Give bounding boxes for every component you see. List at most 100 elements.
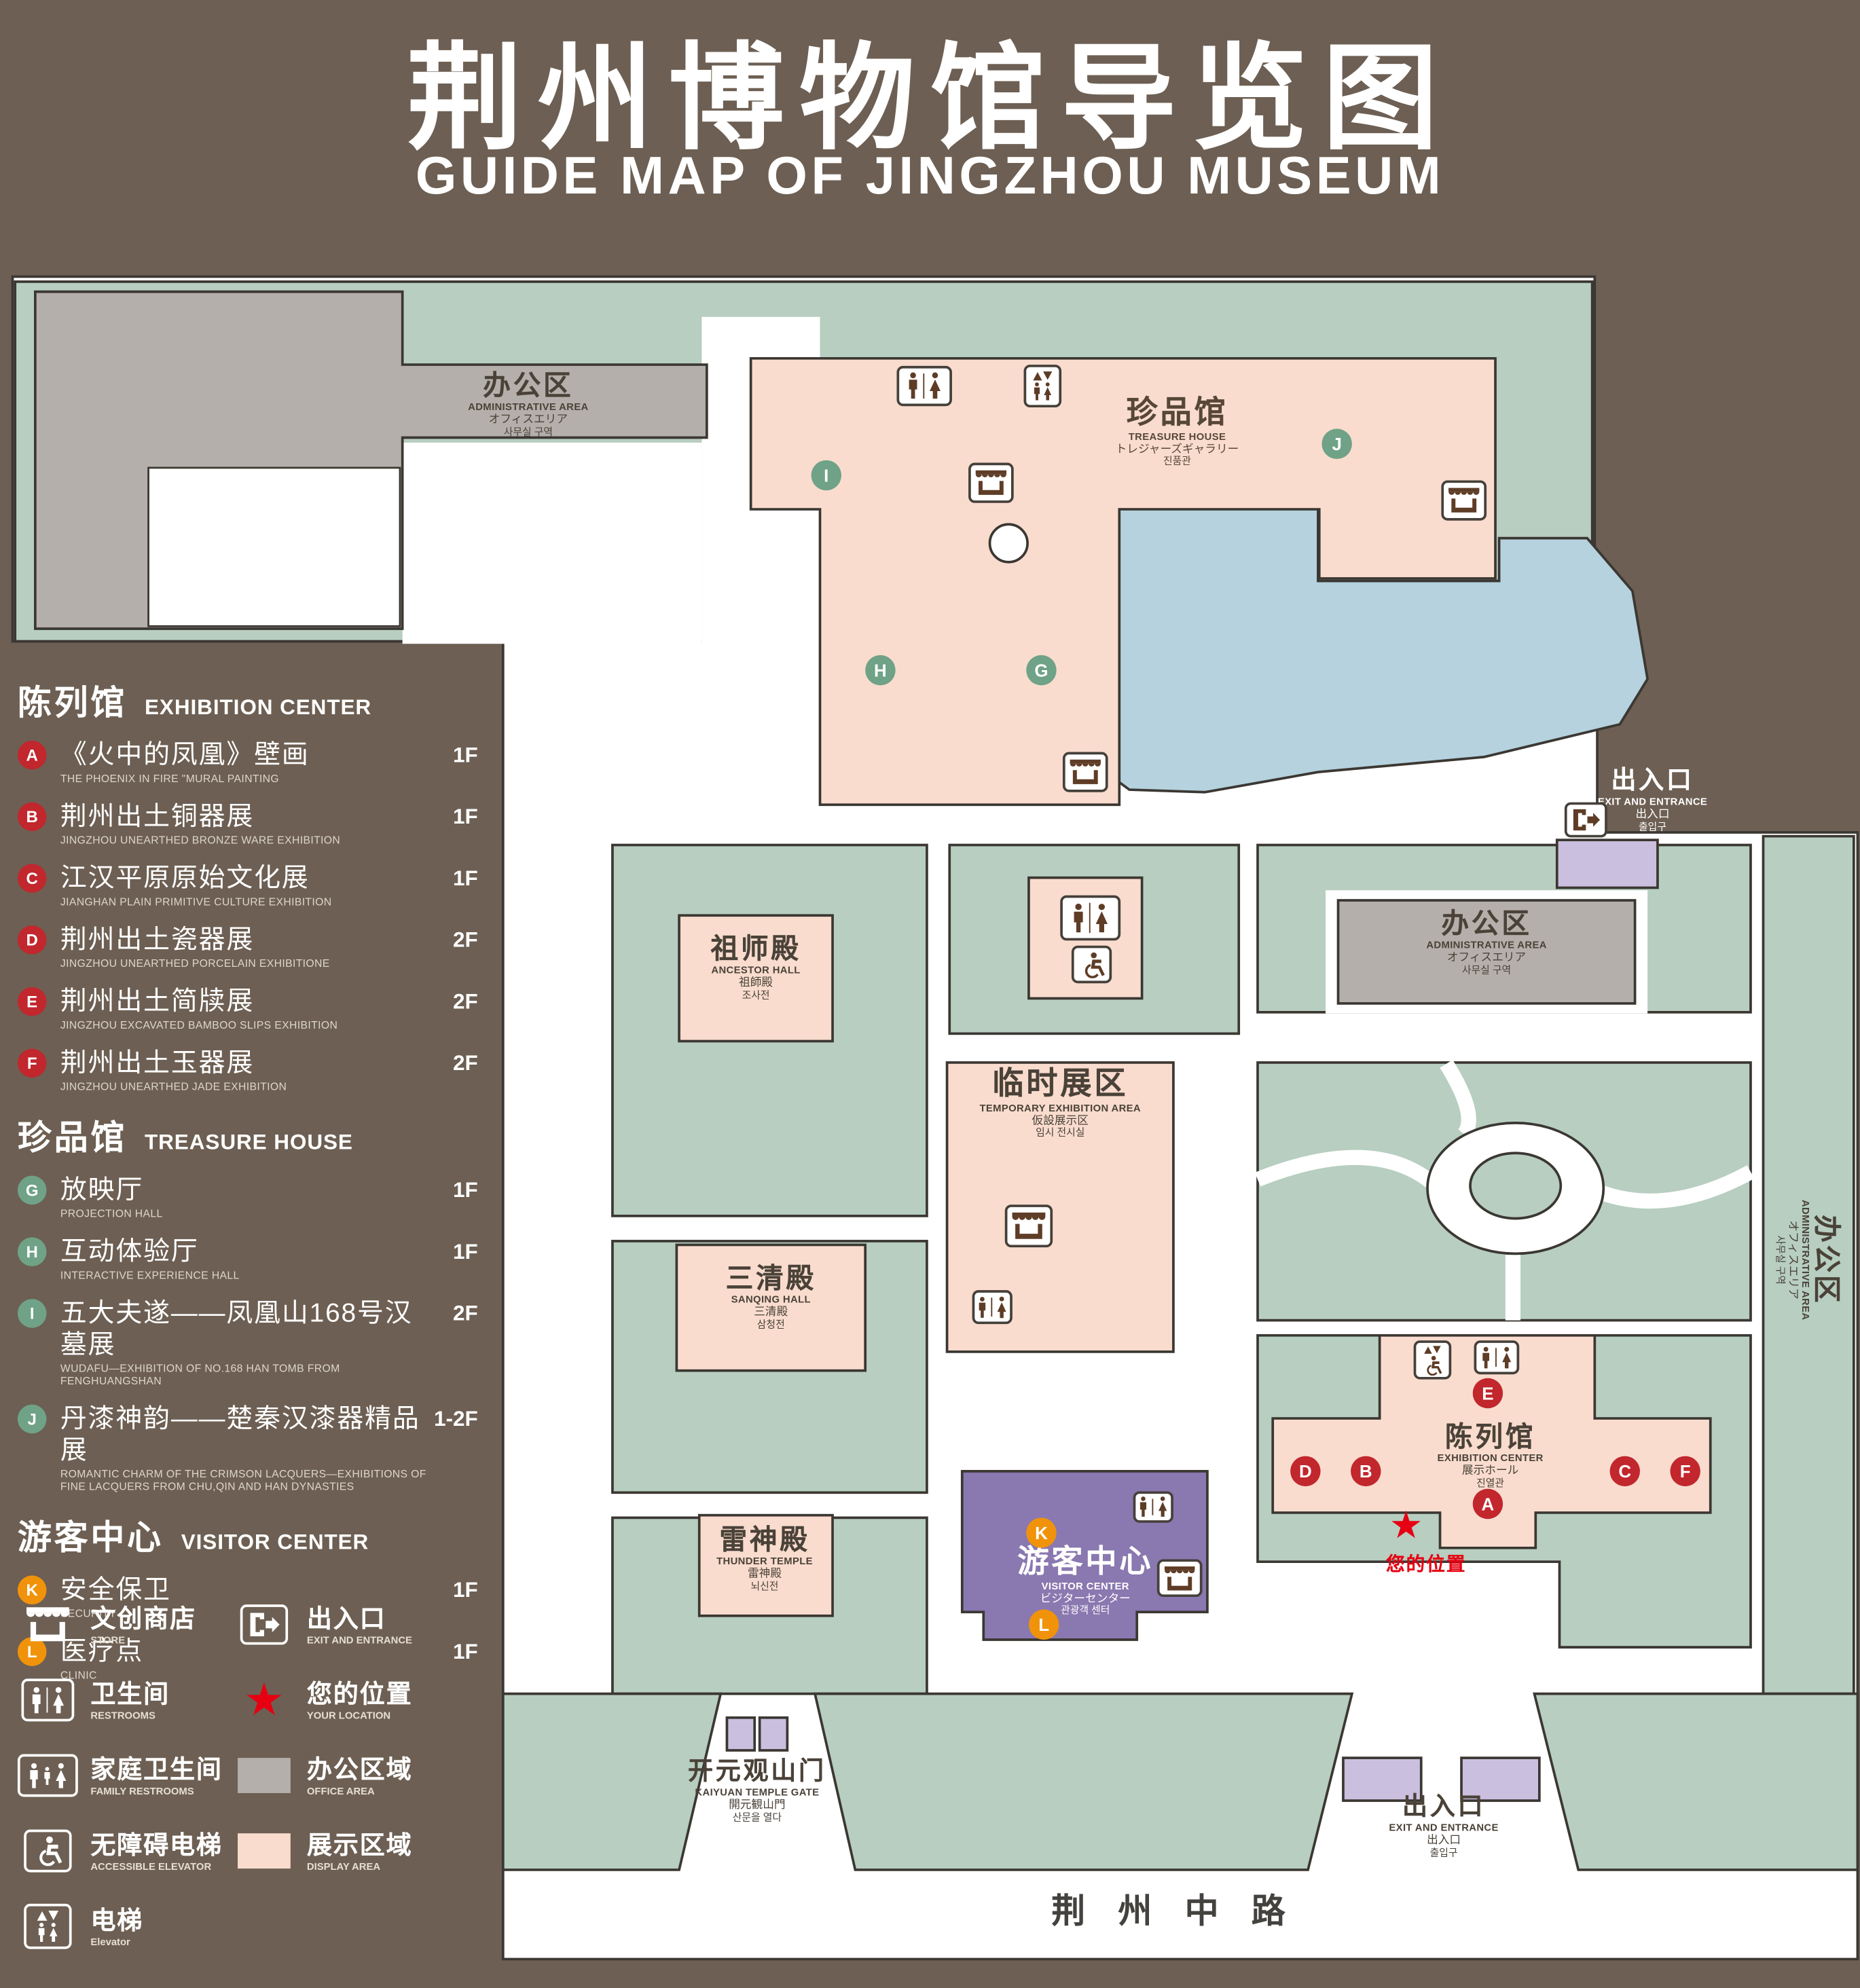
label-jp: 出入口 xyxy=(1427,1833,1461,1847)
section-title-en: TREASURE HOUSE xyxy=(144,1130,353,1155)
pavilion-exit-bottom xyxy=(1460,1756,1541,1802)
store-icon xyxy=(1156,1559,1203,1598)
item-zh: 互动体验厅 xyxy=(60,1237,199,1266)
badge-j: J xyxy=(17,1404,47,1434)
section-title-en: VISITOR CENTER xyxy=(181,1530,369,1555)
symbol-zh: 无障碍电梯 xyxy=(90,1831,223,1860)
marker-i: I xyxy=(811,460,841,491)
building-sanqing-hall xyxy=(675,1243,867,1372)
label-en: SANQING HALL xyxy=(731,1294,811,1306)
label-en: EXIT AND ENTRANCE xyxy=(1389,1822,1499,1834)
item-zh: 《火中的凤凰》壁画 xyxy=(60,740,310,770)
item-en: INTERACTIVE EXPERIENCE HALL xyxy=(60,1268,240,1282)
legend-item-f: F 荆州出土玉器展 JINGZHOU UNEARTHED JADE EXHIBI… xyxy=(17,1048,500,1093)
legend-item-a: A 《火中的凤凰》壁画 THE PHOENIX IN FIRE "MURAL P… xyxy=(17,739,500,785)
item-zh: 丹漆神韵——楚秦汉漆器精品展 xyxy=(60,1404,420,1465)
label-jp: 祖師殿 xyxy=(739,976,773,989)
admin-courtyard xyxy=(147,466,401,627)
item-en: JINGZHOU EXCAVATED BAMBOO SLIPS EXHIBITI… xyxy=(60,1018,338,1031)
label-treasure-house: 珍品馆 TREASURE HOUSE トレジャーズギャラリー 진품관 xyxy=(1116,395,1239,467)
label-zh: 游客中心 xyxy=(1017,1544,1154,1580)
badge-b: B xyxy=(17,802,47,832)
building-exhibition-center xyxy=(1271,1333,1712,1549)
label-en: ADMINISTRATIVE AREA xyxy=(468,401,589,413)
symbol-en: FAMILY RESTROOMS xyxy=(90,1784,194,1797)
marker-d: D xyxy=(1290,1456,1321,1487)
label-kr: 임시 전시실 xyxy=(1036,1126,1085,1139)
marker-e: E xyxy=(1472,1378,1503,1409)
label-ancestor-hall: 祖师殿 ANCESTOR HALL 祖師殿 조사전 xyxy=(710,933,801,1001)
building-thunder-temple xyxy=(697,1513,834,1617)
item-en: ROMANTIC CHARM OF THE CRIMSON LACQUERS—E… xyxy=(60,1467,426,1493)
legend-store: 文创商店 STORE xyxy=(18,1597,234,1652)
label-zh: 珍品馆 xyxy=(1126,394,1228,430)
symbol-en: YOUR LOCATION xyxy=(306,1709,391,1721)
label-exit-top: 出入口 EXIT AND ENTRANCE 出入口 출입구 xyxy=(1598,767,1707,832)
item-floor: 1F xyxy=(453,743,478,767)
label-jp: トレジャーズギャラリー xyxy=(1115,442,1239,456)
gate-booth xyxy=(725,1716,756,1752)
label-en: TREASURE HOUSE xyxy=(1128,430,1226,443)
section-title-zh: 游客中心 xyxy=(17,1519,164,1557)
badge-d: D xyxy=(17,925,47,955)
park-path xyxy=(1597,1165,1755,1209)
label-kr: 사무실 구역 xyxy=(503,426,553,438)
legend-item-g: G 放映厅 PROJECTION HALL 1F xyxy=(17,1175,500,1219)
item-en: JINGZHOU UNEARTHED JADE EXHIBITION xyxy=(60,1080,287,1093)
label-kr: 조사전 xyxy=(742,989,770,1001)
restroom-icon xyxy=(18,1678,78,1722)
label-en: TEMPORARY EXHIBITION AREA xyxy=(979,1102,1142,1114)
label-kaiyuan-gate: 开元观山门 KAIYUAN TEMPLE GATE 開元観山門 산문을 열다 xyxy=(688,1758,826,1823)
marker-f: F xyxy=(1670,1456,1700,1487)
label-temporary-exhibition: 临时展区 TEMPORARY EXHIBITION AREA 仮設展示区 임시 … xyxy=(979,1066,1141,1138)
restroom-icon xyxy=(1474,1340,1520,1375)
section-title-zh: 陈列馆 xyxy=(17,684,128,722)
label-zh: 您的位置 xyxy=(1385,1554,1467,1576)
item-floor: 1F xyxy=(453,866,478,891)
label-zh: 出入口 xyxy=(1402,1792,1486,1821)
item-zh: 荆州出土玉器展 xyxy=(60,1048,255,1078)
office-area-swatch xyxy=(234,1758,294,1793)
label-zh: 办公区 xyxy=(1810,1215,1843,1306)
label-kr: 진열관 xyxy=(1476,1477,1505,1489)
legend-item-i: I 五大夫遂——凤凰山168号汉墓展 WUDAFU—EXHIBITION OF … xyxy=(17,1297,500,1387)
lawn-bottom-mid xyxy=(813,1692,1354,1871)
label-en: THUNDER TEMPLE xyxy=(716,1556,813,1568)
badge-i: I xyxy=(17,1299,47,1328)
legend-item-j: J 丹漆神韵——楚秦汉漆器精品展 ROMANTIC CHARM OF THE C… xyxy=(17,1403,500,1493)
restroom-icon xyxy=(1133,1491,1173,1523)
label-kr: 사무실 구역 xyxy=(1774,1235,1787,1285)
label-kr: 관광객 센터 xyxy=(1061,1604,1110,1617)
lawn-bottom-left xyxy=(501,1692,723,1871)
symbol-en: STORE xyxy=(90,1634,126,1646)
badge-e: E xyxy=(17,987,47,1016)
legend-item-e: E 荆州出土简牍展 JINGZHOU EXCAVATED BAMBOO SLIP… xyxy=(17,986,500,1031)
label-en: ADMINISTRATIVE AREA xyxy=(1426,939,1547,951)
legend-elevator: 电梯 Elevator xyxy=(18,1899,234,1954)
label-thunder-temple: 雷神殿 THUNDER TEMPLE 雷神殿 뇌신전 xyxy=(716,1524,813,1592)
label-jp: ビジターセンター xyxy=(1040,1591,1131,1605)
label-zh: 开元观山门 xyxy=(688,1758,826,1786)
item-floor: 2F xyxy=(453,1051,478,1075)
legend-family-restrooms: 家庭卫生间 FAMILY RESTROOMS xyxy=(17,1748,234,1803)
symbol-zh: 出入口 xyxy=(306,1605,386,1633)
label-kr: 삼청전 xyxy=(756,1319,785,1331)
label-jp: 展示ホール xyxy=(1461,1464,1519,1477)
item-floor: 2F xyxy=(453,1301,478,1326)
accessible-restroom-icon xyxy=(1071,945,1112,984)
label-en: ANCESTOR HALL xyxy=(711,965,801,976)
label-kr: 뇌신전 xyxy=(750,1580,779,1592)
legend-your-location: 您的位置 YOUR LOCATION xyxy=(234,1672,513,1727)
label-en: ADMINISTRATIVE AREA xyxy=(1799,1199,1811,1321)
badge-h: H xyxy=(17,1237,47,1266)
badge-g: G xyxy=(17,1175,47,1205)
label-jp: オフィスエリア xyxy=(488,413,568,426)
store-icon xyxy=(18,1606,78,1644)
symbol-zh: 家庭卫生间 xyxy=(90,1756,223,1784)
item-floor: 1F xyxy=(453,1640,478,1664)
label-zh: 三清殿 xyxy=(725,1262,816,1294)
symbol-en: ACCESSIBLE ELEVATOR xyxy=(90,1860,212,1872)
label-admin-mid: 办公区 ADMINISTRATIVE AREA オフィスエリア 사무실 구역 xyxy=(1426,908,1546,976)
